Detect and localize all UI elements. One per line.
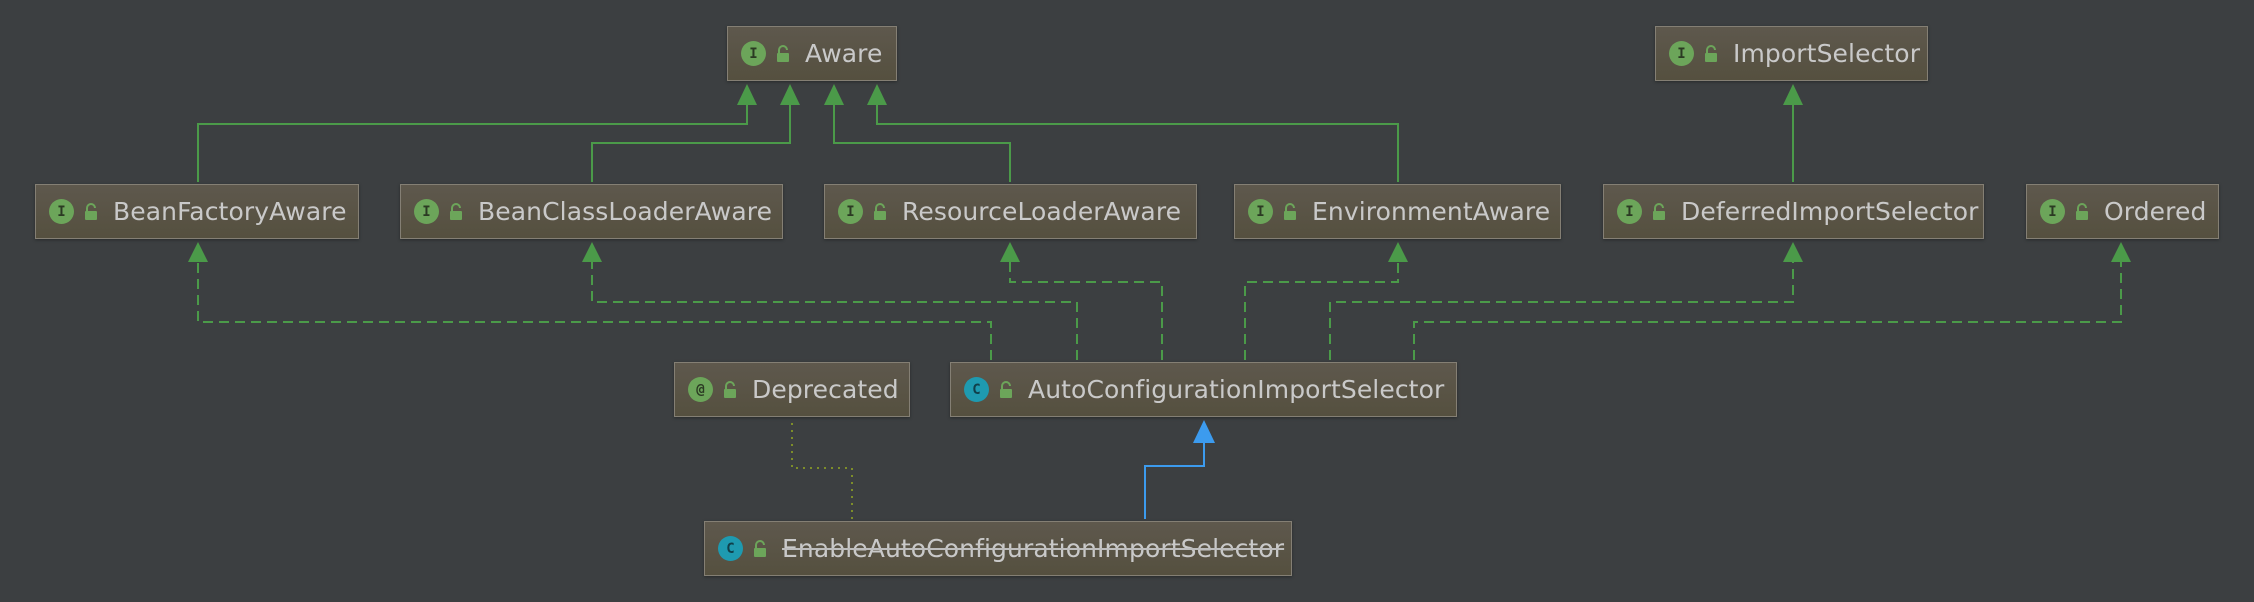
annotation-icon: @ [688, 377, 713, 402]
interface-icon: I [1248, 199, 1273, 224]
edge-beanclassloaderaware-aware [591, 105, 791, 182]
node-importselector[interactable]: I ImportSelector [1655, 26, 1928, 81]
unlocked-icon [1703, 44, 1719, 63]
arrowhead-environmentaware [1388, 242, 1408, 262]
class-icon: C [964, 377, 989, 402]
interface-icon: I [2040, 199, 2065, 224]
node-label: ResourceLoaderAware [902, 197, 1182, 226]
node-beanfactoryaware[interactable]: I BeanFactoryAware [35, 184, 359, 239]
interface-icon: I [1617, 199, 1642, 224]
node-label: EnableAutoConfigurationImportSelector [782, 534, 1285, 563]
node-environmentaware[interactable]: I EnvironmentAware [1234, 184, 1561, 239]
node-beanclassloaderaware[interactable]: I BeanClassLoaderAware [400, 184, 783, 239]
interface-icon: I [49, 199, 74, 224]
arrowhead-importselector [1783, 84, 1803, 105]
edge-enableautoconfig-autoconfig [1144, 440, 1205, 519]
node-resourceloaderaware[interactable]: I ResourceLoaderAware [824, 184, 1197, 239]
node-deferredimportselector[interactable]: I DeferredImportSelector [1603, 184, 1984, 239]
unlocked-icon [2074, 202, 2090, 221]
arrowhead-resourceloaderaware [1000, 242, 1020, 262]
edge-autoconfig-environmentaware [1244, 262, 1399, 360]
node-label: ImportSelector [1733, 39, 1921, 68]
arrowhead-aware-3 [824, 84, 844, 105]
edge-autoconfig-ordered [1413, 262, 2122, 360]
unlocked-icon [722, 380, 738, 399]
unlocked-icon [998, 380, 1014, 399]
interface-icon: I [838, 199, 863, 224]
unlocked-icon [775, 44, 791, 63]
edge-beanfactoryaware-aware [197, 105, 748, 182]
extends-edges-aware [197, 84, 1803, 182]
node-label: EnvironmentAware [1312, 197, 1551, 226]
unlocked-icon [448, 202, 464, 221]
arrowhead-beanfactoryaware [188, 242, 208, 262]
edge-resourceloaderaware-aware [833, 105, 1011, 182]
node-deprecated[interactable]: @ Deprecated [674, 362, 910, 417]
arrowhead-beanclassloaderaware [582, 242, 602, 262]
arrowhead-aware-2 [780, 84, 800, 105]
arrowhead-autoconfig [1193, 420, 1215, 443]
node-label: AutoConfigurationImportSelector [1028, 375, 1445, 404]
node-ordered[interactable]: I Ordered [2026, 184, 2219, 239]
implements-arrowheads [188, 242, 2131, 262]
unlocked-icon [83, 202, 99, 221]
edge-autoconfig-beanfactoryaware [197, 262, 992, 360]
node-autoconfigurationimportselector[interactable]: C AutoConfigurationImportSelector [950, 362, 1457, 417]
interface-icon: I [1669, 41, 1694, 66]
interface-icon: I [741, 41, 766, 66]
edge-autoconfig-resourceloaderaware [1009, 262, 1163, 360]
node-label: DeferredImportSelector [1681, 197, 1979, 226]
node-label: BeanClassLoaderAware [478, 197, 773, 226]
class-icon: C [718, 536, 743, 561]
interface-icon: I [414, 199, 439, 224]
arrowhead-aware-1 [737, 84, 757, 105]
node-label: Deprecated [752, 375, 899, 404]
arrowhead-deferredimportselector [1783, 242, 1803, 262]
edge-environmentaware-aware [876, 105, 1399, 182]
unlocked-icon [1651, 202, 1667, 221]
node-aware[interactable]: I Aware [727, 26, 897, 81]
node-label: Aware [805, 39, 883, 68]
implements-edges [197, 262, 2122, 360]
edge-autoconfig-deferredimportselector [1329, 262, 1794, 360]
edge-autoconfig-beanclassloaderaware [591, 262, 1078, 360]
node-label: BeanFactoryAware [113, 197, 347, 226]
unlocked-icon [752, 539, 768, 558]
arrowhead-ordered [2111, 242, 2131, 262]
class-extends-edge [1144, 420, 1215, 519]
node-label: Ordered [2104, 197, 2207, 226]
arrowhead-aware-4 [867, 84, 887, 105]
unlocked-icon [872, 202, 888, 221]
node-enableautoconfigurationimportselector[interactable]: C EnableAutoConfigurationImportSelector [704, 521, 1292, 576]
edge-enableautoconfig-deprecated [791, 420, 853, 519]
unlocked-icon [1282, 202, 1298, 221]
